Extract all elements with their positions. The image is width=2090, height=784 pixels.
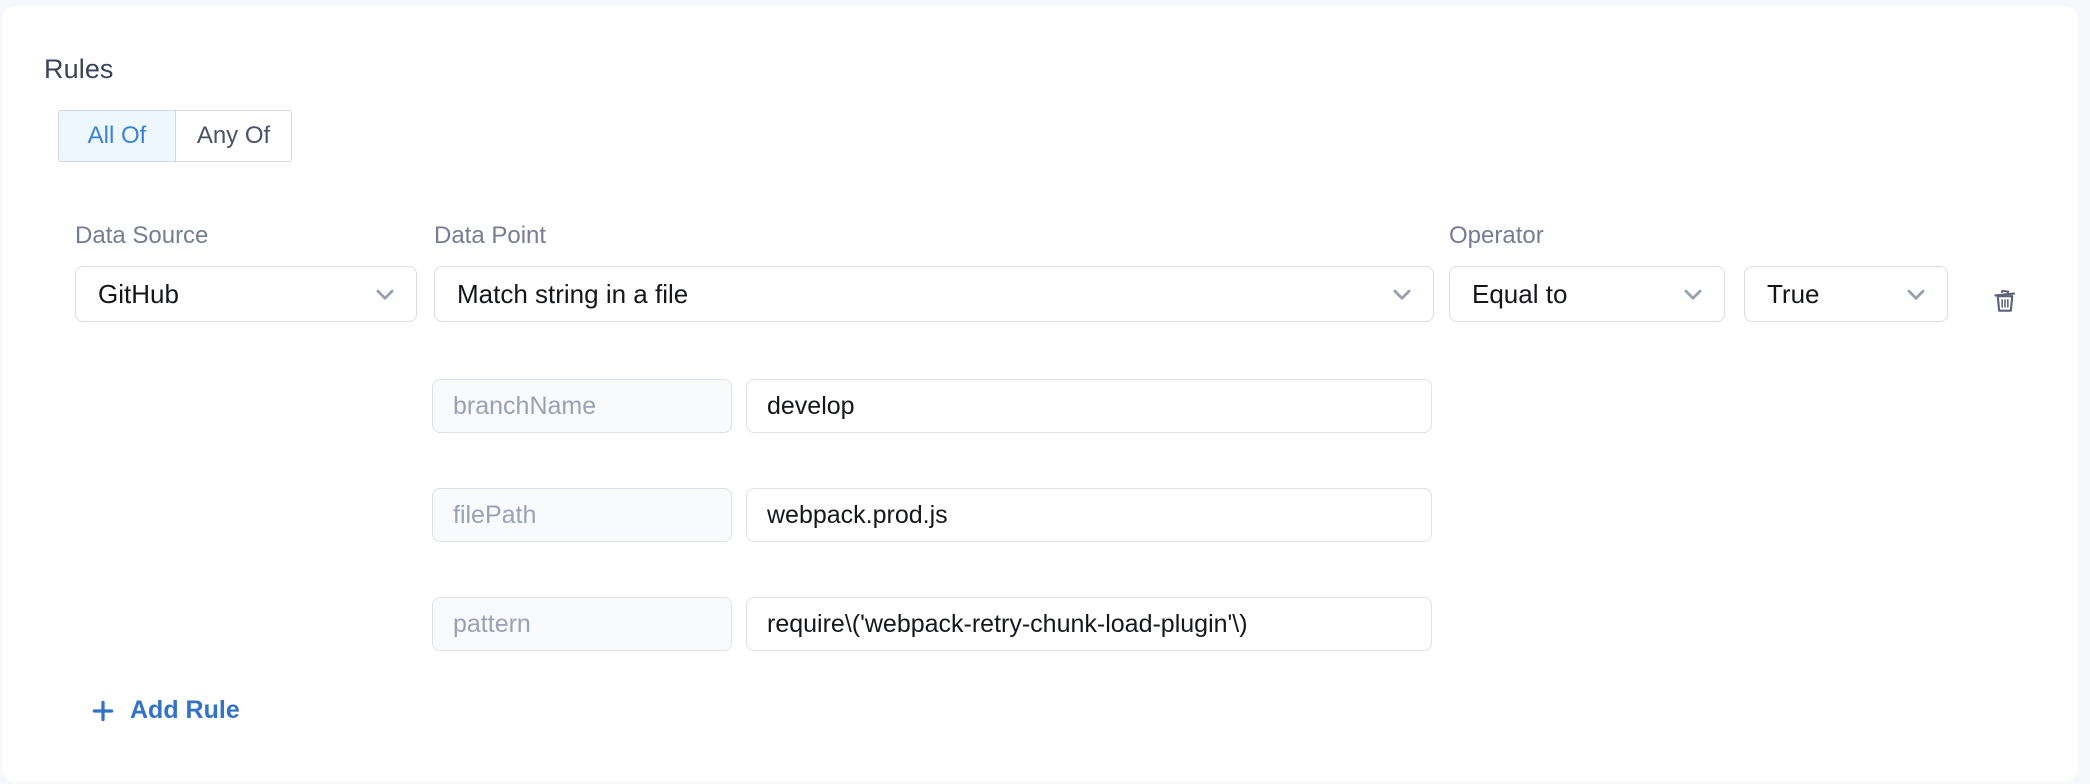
parameter-value-input[interactable]: webpack.prod.js <box>746 488 1432 542</box>
toggle-option-all-of[interactable]: All Of <box>59 111 175 161</box>
chevron-down-icon <box>1684 289 1702 300</box>
parameter-key-input[interactable]: pattern <box>432 597 732 651</box>
rules-card: Rules All Of Any Of Data Source Data Poi… <box>2 6 2078 782</box>
data-source-label: Data Source <box>75 222 209 249</box>
chevron-down-icon <box>1907 289 1925 300</box>
data-source-value: GitHub <box>98 278 179 309</box>
page-title: Rules <box>44 54 114 84</box>
match-type-toggle[interactable]: All Of Any Of <box>58 110 292 162</box>
data-point-label: Data Point <box>434 222 547 249</box>
operator-value: Equal to <box>1472 278 1568 309</box>
parameter-value-input[interactable]: develop <box>746 379 1432 433</box>
operator-label: Operator <box>1449 222 1544 249</box>
parameter-row: filePath webpack.prod.js <box>432 488 1432 542</box>
toggle-option-any-of[interactable]: Any Of <box>175 111 291 161</box>
chevron-down-icon <box>1393 289 1411 300</box>
delete-rule-button[interactable] <box>1982 278 2028 324</box>
operand-value: True <box>1767 278 1820 309</box>
operator-select[interactable]: Equal to <box>1449 266 1725 322</box>
parameter-row: branchName develop <box>432 379 1432 433</box>
plus-icon <box>92 700 114 721</box>
parameter-value-input[interactable]: require\('webpack-retry-chunk-load-plugi… <box>746 597 1432 651</box>
add-rule-button[interactable]: Add Rule <box>90 696 240 725</box>
parameter-key-input[interactable]: branchName <box>432 379 732 433</box>
parameter-row: pattern require\('webpack-retry-chunk-lo… <box>432 597 1432 651</box>
chevron-down-icon <box>376 289 394 300</box>
operand-select[interactable]: True <box>1744 266 1948 322</box>
trash-icon <box>1994 289 2016 312</box>
add-rule-label: Add Rule <box>130 696 240 724</box>
data-source-select[interactable]: GitHub <box>75 266 417 322</box>
data-point-value: Match string in a file <box>457 278 689 309</box>
data-point-select[interactable]: Match string in a file <box>434 266 1434 322</box>
parameter-key-input[interactable]: filePath <box>432 488 732 542</box>
